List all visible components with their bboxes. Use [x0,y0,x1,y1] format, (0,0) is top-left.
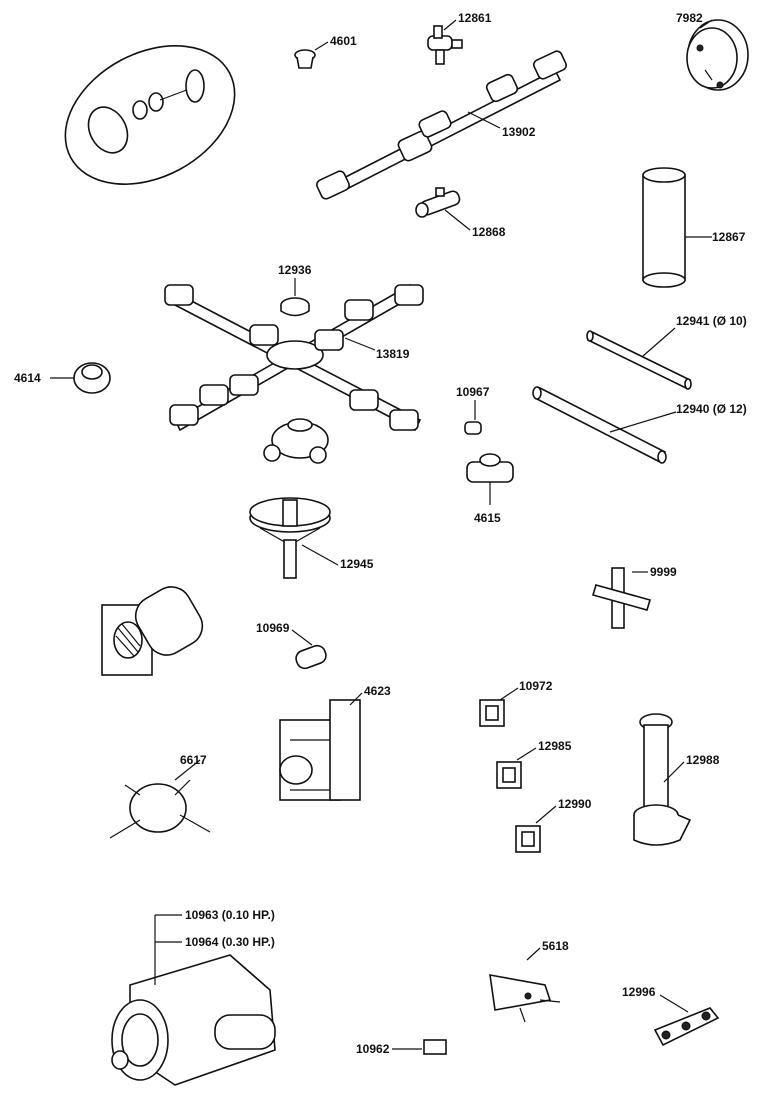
part-4601-bushing [294,41,329,69]
label-12940: 12940 (Ø 12) [676,402,747,416]
part-12940-tube [532,386,677,464]
label-10964: 10964 (0.30 HP.) [185,935,275,949]
part-4614-knob [50,362,111,394]
part-10962-block [392,1039,447,1055]
label-4601: 4601 [330,34,357,48]
part-13819-cross-spray-arm [164,283,424,432]
label-4615: 4615 [474,511,501,525]
part-12985-switch [496,747,537,789]
label-10963: 10963 (0.10 HP.) [185,908,275,922]
label-12988: 12988 [686,753,720,767]
label-13819: 13819 [376,347,410,361]
part-12867-tank [616,120,712,288]
part-4623-pump-motor [279,692,363,801]
label-12990: 12990 [558,797,592,811]
part-12941-tube [586,327,692,390]
part-12996-bracket [653,994,720,1047]
label-10972: 10972 [519,679,553,693]
label-4623: 4623 [364,684,391,698]
part-13902-spray-arm [316,50,567,200]
label-12985: 12985 [538,739,572,753]
part-5618-heating-element [364,900,561,1023]
part-6617-valve [109,759,211,839]
label-12945: 12945 [340,557,374,571]
part-12988-column [633,713,692,846]
part-12990-switch [515,805,557,853]
label-12868: 12868 [472,225,506,239]
part-10969-plug [291,629,327,670]
part-12861-fitting [427,19,463,65]
label-12867: 12867 [712,230,746,244]
label-10962: 10962 [356,1042,390,1056]
part-12936-cap [280,278,310,317]
part-10963-10964-pump [111,914,276,1086]
label-12861: 12861 [458,11,492,25]
part-12945-rotor [249,497,339,579]
part-4615-clamp [466,453,514,505]
part-filter-mesh [101,586,204,676]
label-12936: 12936 [278,263,312,277]
label-12996: 12996 [622,985,656,999]
label-9999: 9999 [650,565,677,579]
label-10969: 10969 [256,621,290,635]
label-6617: 6617 [180,753,207,767]
part-10972-switch [479,687,519,727]
lens-assembly-inset [64,45,236,185]
part-cross-hub [263,418,329,464]
label-7982: 7982 [676,11,703,25]
part-9999-cross-fitting [591,567,652,629]
label-4614: 4614 [14,371,41,385]
part-10967-pin [464,400,482,435]
part-7982-pulley [686,19,749,91]
label-13902: 13902 [502,125,536,139]
label-12941: 12941 (Ø 10) [676,314,747,328]
label-10967: 10967 [456,385,490,399]
part-12868-fitting [415,187,471,231]
label-5618: 5618 [542,939,569,953]
